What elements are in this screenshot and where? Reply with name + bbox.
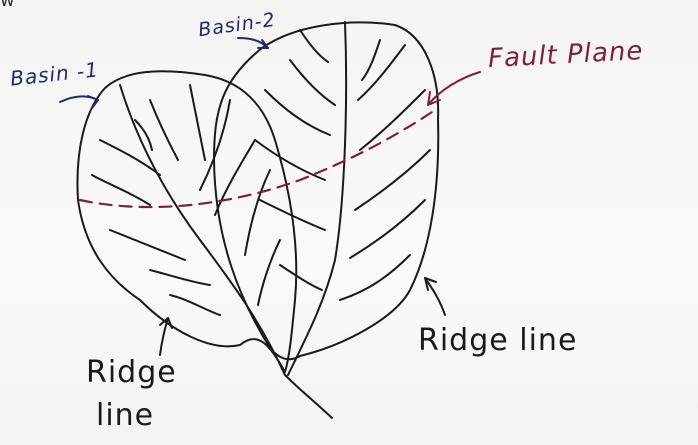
- ridge-line-right-label: Ridge line: [418, 323, 577, 358]
- outlet-stream: [285, 375, 332, 418]
- top-edge-text-fragment: w: [0, 0, 16, 11]
- ridge-right-arrow: [425, 278, 445, 315]
- basin-2-main-stream: [288, 22, 346, 375]
- ridge-line-left-label-word1: Ridge: [86, 355, 177, 390]
- ridge-line-left-label-word2: line: [96, 398, 154, 433]
